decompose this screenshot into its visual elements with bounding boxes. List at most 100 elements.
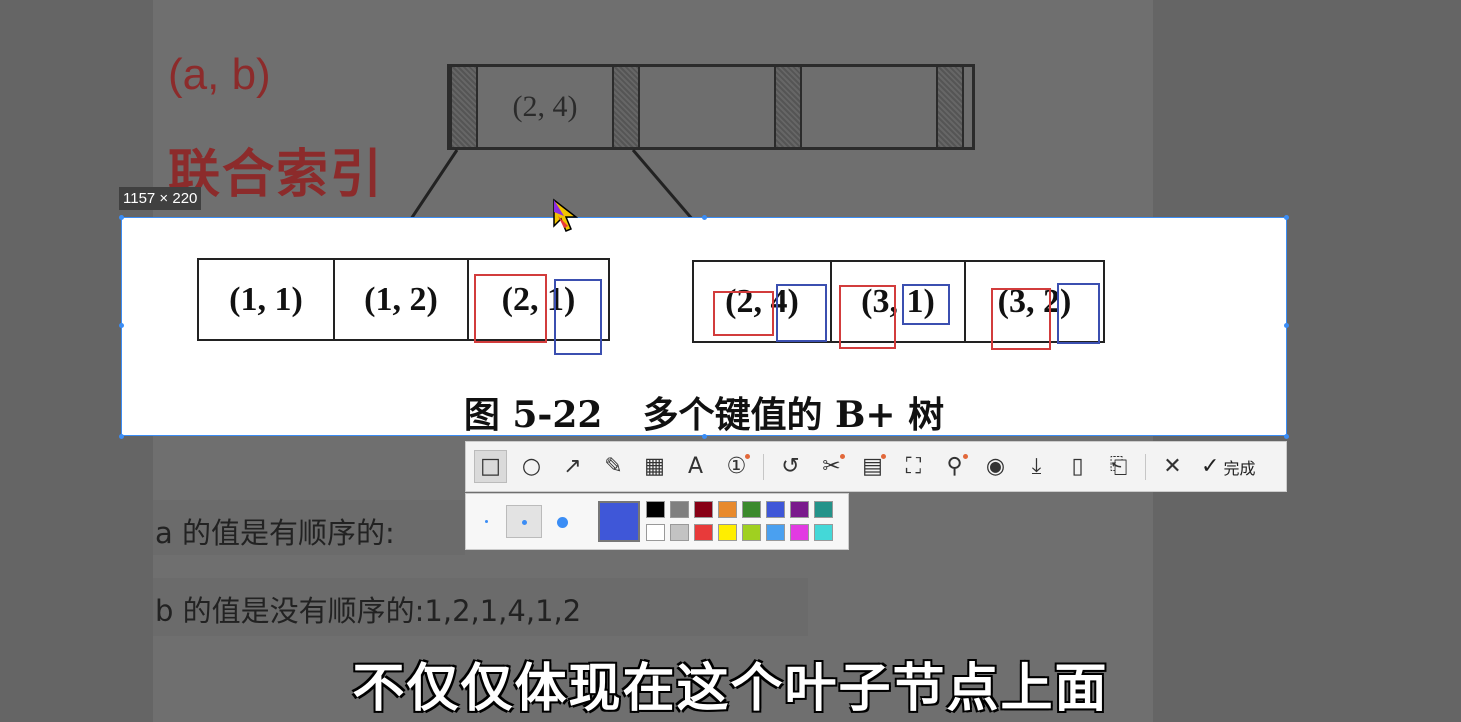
pointer-cell — [774, 67, 802, 147]
color-swatch[interactable] — [790, 501, 809, 518]
undo-button[interactable]: ↺ — [774, 450, 807, 483]
bookmark-button[interactable]: ⎗ — [1102, 450, 1135, 483]
color-swatch[interactable] — [646, 524, 665, 541]
brush-size-medium[interactable] — [506, 505, 542, 538]
annotation-blue-rect[interactable] — [776, 284, 827, 342]
color-swatch[interactable] — [742, 501, 761, 518]
pen-icon: ✎ — [604, 454, 623, 479]
annotation-blue-rect[interactable] — [902, 284, 950, 325]
new-badge — [963, 454, 968, 459]
send-to-phone-button[interactable]: ▯ — [1061, 450, 1094, 483]
bookmark-icon: ⎗ — [1109, 454, 1128, 479]
text-line-background — [153, 500, 465, 555]
leaf-key: (3, 1) — [832, 262, 966, 341]
brush-size-large[interactable] — [557, 517, 568, 528]
text-icon: A — [687, 454, 704, 479]
brush-size-dot — [522, 520, 527, 525]
capture-selection[interactable]: (1, 1) (1, 2) (2, 1) (2, 4) (3, 1) (3, 2… — [121, 217, 1287, 436]
annotation-red-rect[interactable] — [991, 288, 1051, 350]
toolbar-divider — [1145, 453, 1146, 480]
resize-handle[interactable] — [119, 434, 124, 439]
arrow-icon: ↗ — [563, 454, 582, 479]
cutout-button[interactable]: ✂ — [815, 450, 848, 483]
video-subtitle: 不仅仅体现在这个叶子节点上面 — [352, 659, 1109, 719]
current-color[interactable] — [598, 501, 640, 542]
heading-ab: (a, b) — [168, 50, 271, 99]
mosaic-tool[interactable]: ▦ — [638, 450, 671, 483]
annotation-red-rect[interactable] — [713, 291, 774, 336]
ocr-icon: ▤ — [862, 454, 883, 479]
number-tool[interactable]: ① — [720, 450, 753, 483]
pointer-cell — [936, 67, 964, 147]
arrow-tool[interactable]: ↗ — [556, 450, 589, 483]
close-icon: ✕ — [1163, 454, 1182, 479]
leaf-key: (2, 4) — [694, 262, 832, 341]
done-label: 完成 — [1223, 458, 1256, 478]
pointer-cell — [612, 67, 640, 147]
color-swatch[interactable] — [694, 524, 713, 541]
color-swatch[interactable] — [646, 501, 665, 518]
color-swatch[interactable] — [670, 501, 689, 518]
btree-root-node: (2, 4) — [447, 64, 975, 150]
color-swatch[interactable] — [742, 524, 761, 541]
caption-number: 图 5-22 — [463, 394, 603, 436]
annotation-blue-rect[interactable] — [1057, 283, 1100, 344]
resize-handle[interactable] — [119, 323, 124, 328]
leaf-key: (2, 1) — [501, 280, 576, 318]
ellipse-icon: ○ — [521, 454, 542, 479]
toolbar-divider — [763, 453, 764, 480]
caption-text: 多个键值的 B+ 树 — [642, 394, 945, 436]
pointer-cell — [450, 67, 478, 147]
resize-handle[interactable] — [1284, 215, 1289, 220]
resize-handle[interactable] — [702, 215, 707, 220]
color-swatch[interactable] — [766, 501, 785, 518]
check-icon: ✓ — [1201, 454, 1220, 479]
ellipse-tool[interactable]: ○ — [515, 450, 548, 483]
number-icon: ① — [726, 454, 747, 479]
color-swatch[interactable] — [718, 501, 737, 518]
text-b-unordered: b 的值是没有顺序的:1,2,1,4,1,2 — [155, 594, 582, 628]
resize-handle[interactable] — [1284, 434, 1289, 439]
color-swatch[interactable] — [694, 501, 713, 518]
scroll-capture-button[interactable]: ⛶ — [897, 450, 930, 483]
rectangle-icon: □ — [480, 454, 501, 479]
selection-size-badge: 1157 × 220 — [119, 187, 202, 210]
annotation-blue-rect[interactable] — [554, 279, 602, 355]
undo-icon: ↺ — [781, 454, 800, 479]
annotation-red-rect[interactable] — [839, 285, 896, 349]
pen-tool[interactable]: ✎ — [597, 450, 630, 483]
color-swatch[interactable] — [790, 524, 809, 541]
root-key: (2, 4) — [512, 90, 578, 123]
heading-composite-index: 联合索引 — [168, 145, 385, 205]
resize-handle[interactable] — [119, 215, 124, 220]
mosaic-icon: ▦ — [644, 454, 665, 479]
color-swatch[interactable] — [718, 524, 737, 541]
style-palette — [465, 493, 849, 550]
pin-button[interactable]: ⚲ — [938, 450, 971, 483]
figure-caption: 图 5-22 多个键值的 B+ 树 — [122, 386, 1286, 436]
resize-handle[interactable] — [1284, 323, 1289, 328]
pin-icon: ⚲ — [946, 454, 963, 479]
left-leaf-node: (1, 1) (1, 2) (2, 1) — [197, 258, 610, 341]
resize-handle[interactable] — [702, 434, 707, 439]
close-button[interactable]: ✕ — [1156, 450, 1189, 483]
download-button[interactable]: ⤓ — [1020, 450, 1053, 483]
text-tool[interactable]: A — [679, 450, 712, 483]
ocr-button[interactable]: ▤ — [856, 450, 889, 483]
brush-size-small[interactable] — [485, 520, 488, 523]
color-swatch[interactable] — [766, 524, 785, 541]
leaf-key: (1, 1) — [199, 260, 335, 339]
download-icon: ⤓ — [1031, 454, 1042, 479]
color-swatch[interactable] — [814, 524, 833, 541]
text-a-ordered: a 的值是有顺序的: — [155, 516, 395, 550]
leaf-key: (1, 2) — [335, 260, 469, 339]
screenshot-toolbar: □ ○ ↗ ✎ ▦ A ① ↺ ✂ ▤ ⛶ ⚲ ◉ ⤓ ▯ ⎗ ✕ ✓ 完成 — [465, 441, 1287, 492]
phone-icon: ▯ — [1071, 454, 1084, 479]
rectangle-tool[interactable]: □ — [474, 450, 507, 483]
record-button[interactable]: ◉ — [979, 450, 1012, 483]
right-leaf-node: (2, 4) (3, 1) (3, 2) — [692, 260, 1105, 343]
color-swatch[interactable] — [670, 524, 689, 541]
color-swatch[interactable] — [814, 501, 833, 518]
annotation-red-rect[interactable] — [474, 274, 547, 343]
done-button[interactable]: ✓ 完成 — [1201, 454, 1255, 479]
